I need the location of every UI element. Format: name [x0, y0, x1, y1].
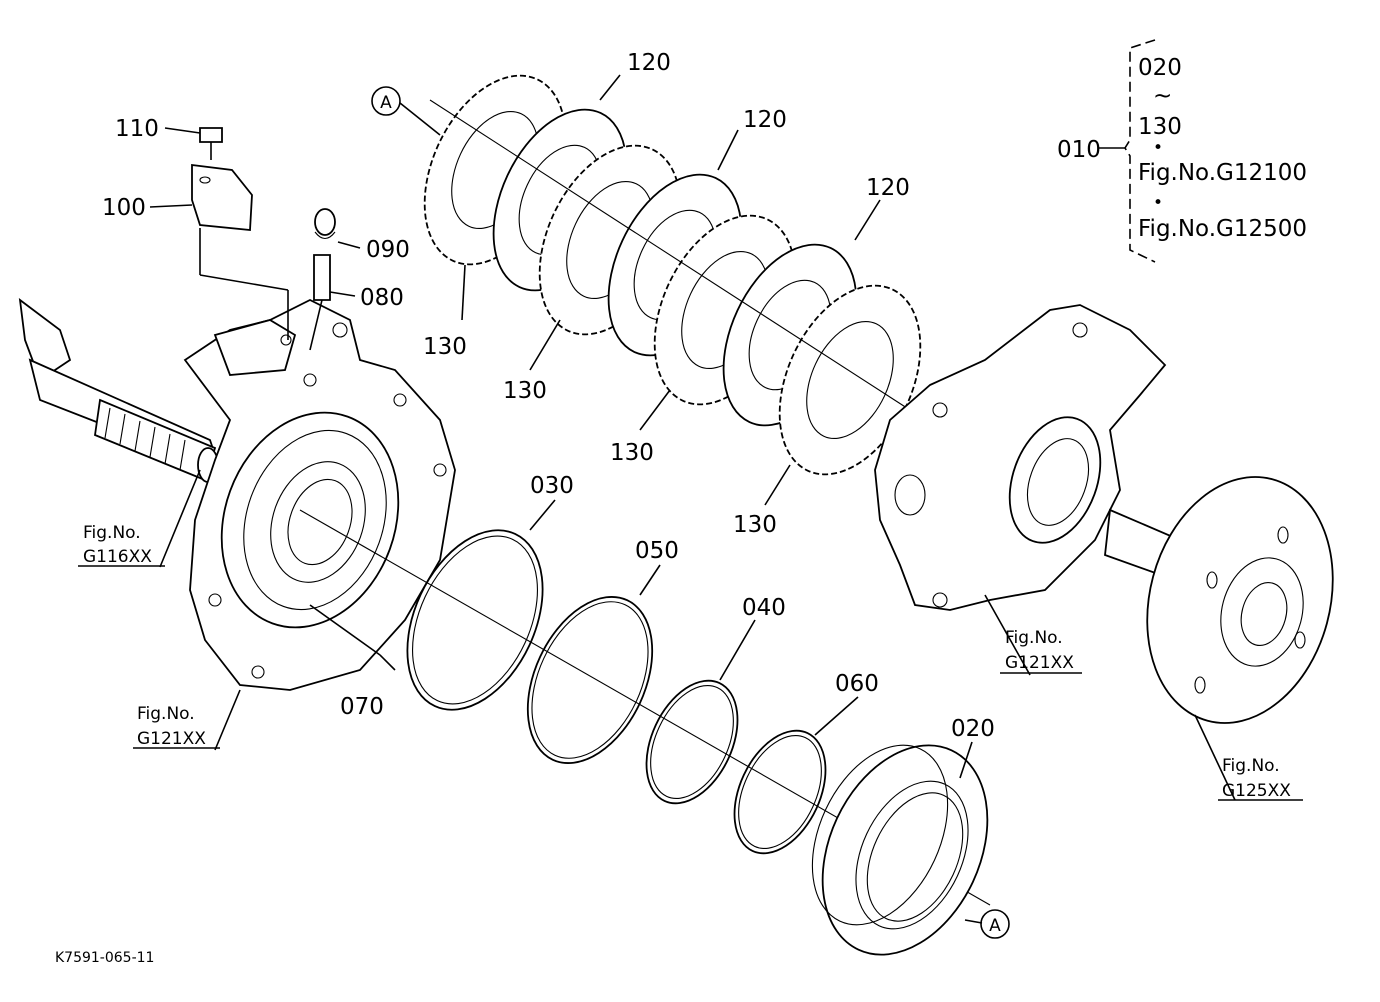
fitting-080	[309, 254, 331, 351]
bracket-from: 020	[1138, 55, 1182, 81]
callout-circle-a-top	[371, 86, 401, 116]
bracket-ref-2: Fig.No.G12500	[1138, 216, 1307, 242]
part-label-120-c: 120	[866, 175, 910, 201]
right-housing	[874, 304, 1167, 611]
clutch-plates	[423, 74, 922, 476]
part-label-020: 020	[951, 716, 995, 742]
bracket-dot-1: •	[1153, 138, 1163, 158]
leader-lines	[149, 74, 1236, 924]
figref-g121-right-label: Fig.No.	[1005, 628, 1063, 648]
cap-090	[314, 208, 336, 240]
bracket-to: 130	[1138, 114, 1182, 140]
part-label-120-a: 120	[627, 50, 671, 76]
part-label-080: 080	[360, 285, 404, 311]
bracket-dot-2: •	[1153, 193, 1163, 213]
part-label-070: 070	[340, 694, 384, 720]
part-label-050: 050	[635, 538, 679, 564]
part-label-100: 100	[102, 195, 146, 221]
figref-g121-left-code: G121XX	[137, 729, 206, 749]
seal-rings	[299, 509, 991, 906]
figref-g116-code: G116XX	[83, 547, 152, 567]
bolt-110	[199, 127, 223, 160]
part-label-130-b: 130	[503, 378, 547, 404]
part-label-060: 060	[835, 671, 879, 697]
part-label-040: 040	[742, 595, 786, 621]
callout-a-bottom: A	[989, 916, 1001, 936]
part-label-030: 030	[530, 473, 574, 499]
part-label-130-a: 130	[423, 334, 467, 360]
bracket-tilde: ~	[1153, 83, 1172, 109]
figref-g121-right-code: G121XX	[1005, 653, 1074, 673]
drive-shaft	[18, 298, 222, 483]
part-label-130-d: 130	[733, 512, 777, 538]
figref-g116-label: Fig.No.	[83, 523, 141, 543]
bracket-ref-1: Fig.No.G12100	[1138, 160, 1307, 186]
part-label-130-c: 130	[610, 440, 654, 466]
part-label-090: 090	[366, 237, 410, 263]
callout-circle-a-bottom	[980, 909, 1010, 939]
bracket-100	[191, 163, 289, 340]
callout-a-top: A	[380, 93, 392, 113]
part-label-120-b: 120	[743, 107, 787, 133]
drawing-id: K7591-065-11	[55, 950, 154, 966]
figref-g125-code: G125XX	[1222, 781, 1291, 801]
figref-g121-left-label: Fig.No.	[137, 704, 195, 724]
piston-020	[811, 744, 989, 956]
part-label-110: 110	[115, 116, 159, 142]
part-label-010: 010	[1057, 137, 1101, 163]
output-flange	[1104, 476, 1334, 724]
figref-g125-label: Fig.No.	[1222, 756, 1280, 776]
